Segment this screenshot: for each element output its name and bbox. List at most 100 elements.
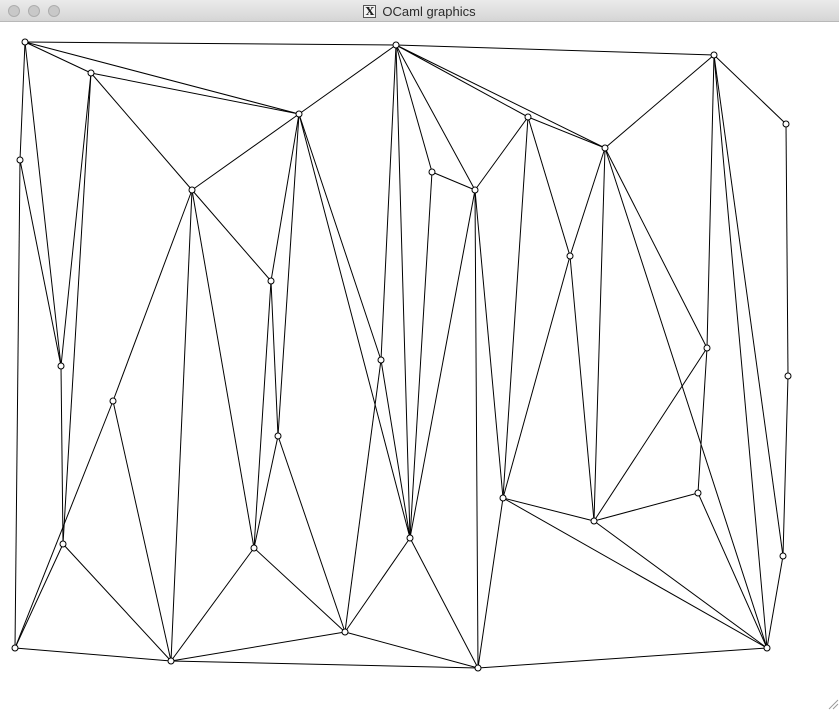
graph-vertex [710,51,718,59]
graph-edge [277,435,346,633]
graph-vertex [274,432,282,440]
graph-vertex [21,38,29,46]
graph-edge [782,375,789,557]
maximize-button[interactable] [48,5,60,17]
graph-edge [706,54,715,349]
graph-vertex [566,252,574,260]
graph-edge [112,400,172,662]
graph-edge [19,159,62,367]
graph-vertex [471,186,479,194]
graph-edge [90,72,193,191]
graph-edge [474,189,504,499]
graph-edge [593,520,768,649]
graph-vertex [474,664,482,672]
graph-edge [170,547,255,662]
graph-edge [569,255,595,522]
graph-edge [474,116,529,191]
graph-vertex [428,168,436,176]
graph-vertex [109,397,117,405]
graph-edge [191,113,300,191]
graph-edge [298,113,411,539]
graph-edge [604,54,715,149]
graph-edge [380,359,411,539]
graph-edge [697,492,768,649]
graph-edge [170,631,346,662]
graph-edge [344,631,479,669]
graph-edge [713,54,768,649]
x11-icon: X [363,4,377,18]
graph-edge [191,189,272,282]
graph-vertex [784,372,792,380]
graph-edge [62,72,92,545]
graph-edge [409,189,476,539]
graph-edge [502,497,768,649]
graph-edge [24,41,92,74]
graph-edge [298,44,397,115]
graph-edge [395,44,529,118]
graph-edge [14,159,21,649]
graph-edge [344,537,411,633]
graph-edge [277,113,300,437]
graph-edge [409,171,433,539]
graph-edge [713,54,787,125]
graph-edge [785,123,789,377]
graph-vertex [779,552,787,560]
graph-vertex [87,69,95,77]
graph-vertex [406,534,414,542]
title-bar[interactable]: X OCaml graphics [0,0,839,22]
graph-vertex [267,277,275,285]
graph-edge [502,497,595,522]
graph-edge [24,41,397,46]
graph-edge [14,647,172,662]
graph-edge [502,255,571,499]
graph-edge [395,44,606,149]
graph-edge [14,543,64,649]
graph-vertices [11,38,792,672]
graph-vertex [763,644,771,652]
graph-edge [90,72,300,115]
graph-vertex [59,540,67,548]
graph-edge [593,147,606,522]
graph-edge [593,347,708,522]
graph-vertex [703,344,711,352]
graph-edge [527,116,571,257]
graph-edge [170,189,193,662]
graph-vertex [11,644,19,652]
graph-vertex [295,110,303,118]
minimize-button[interactable] [28,5,40,17]
graph-edge [395,44,411,539]
graph-edge [395,44,433,173]
graph-edge [253,280,272,549]
graph-edge [474,189,479,669]
graph-edge [527,116,606,149]
graph-edge [431,171,476,191]
graph-vertex [499,494,507,502]
graph-edge [253,547,346,633]
graph-edge [62,543,172,662]
graph-drawing [11,38,792,672]
graph-edge [395,44,476,191]
graph-edge [713,54,784,557]
graph-vertex [341,628,349,636]
graph-edge [502,116,529,499]
graph-edge [409,537,479,669]
graph-vertex [601,144,609,152]
graph-edge [60,365,64,545]
graph-vertex [57,362,65,370]
graph-edge [270,113,300,282]
graph-edge [477,647,768,669]
graphics-canvas[interactable] [0,22,839,710]
graph-edge [60,72,92,367]
close-button[interactable] [8,5,20,17]
graph-edge [604,147,708,349]
resize-grip-icon[interactable] [825,696,839,710]
window-title: OCaml graphics [382,3,476,19]
graph-edge [191,189,255,549]
graph-edge [569,147,606,257]
graph-edge [170,660,479,669]
graph-edge [24,41,62,367]
graph-vertex [392,41,400,49]
graph-edge [604,147,768,649]
graph-edge [270,280,279,437]
